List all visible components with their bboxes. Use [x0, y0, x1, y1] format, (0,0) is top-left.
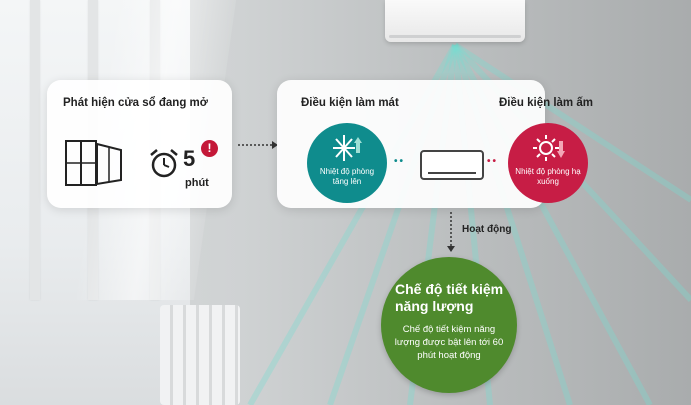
connector-dots: ••	[394, 156, 406, 167]
cooling-condition-badge: Nhiệt độ phòng tăng lên	[307, 123, 387, 203]
window-frame	[30, 0, 40, 300]
connector-dots: ••	[487, 156, 499, 167]
cooling-desc: Nhiệt độ phòng tăng lên	[319, 167, 375, 186]
time-unit: phút	[185, 177, 209, 189]
warming-desc: Nhiệt độ phòng hạ xuống	[515, 167, 581, 186]
warming-condition-badge: Nhiệt độ phòng hạ xuống	[508, 123, 588, 203]
cooling-title: Điều kiện làm mát	[301, 97, 399, 109]
eco-title: Chế độ tiết kiệm năng lượng	[395, 281, 504, 314]
air-conditioner-unit	[385, 0, 525, 42]
window-detect-title: Phát hiện cửa sổ đang mở	[63, 97, 208, 109]
time-value: 5	[183, 146, 196, 171]
window-icon	[65, 140, 122, 186]
alarm-clock-icon	[150, 149, 178, 178]
arrow-down-icon	[447, 212, 455, 252]
energy-saving-badge: Chế độ tiết kiệm năng lượng Chế độ tiết …	[381, 257, 517, 393]
operation-label: Hoạt động	[462, 224, 512, 235]
snowflake-icon	[333, 135, 362, 161]
arrow-right-icon	[238, 141, 278, 149]
warming-title: Điều kiện làm ấm	[499, 97, 593, 109]
alert-icon: !	[201, 140, 218, 157]
sun-icon	[533, 135, 565, 161]
radiator	[160, 305, 240, 405]
eco-description: Chế độ tiết kiệm năng lượng được bật lên…	[394, 324, 504, 361]
air-conditioner-icon	[420, 150, 484, 180]
